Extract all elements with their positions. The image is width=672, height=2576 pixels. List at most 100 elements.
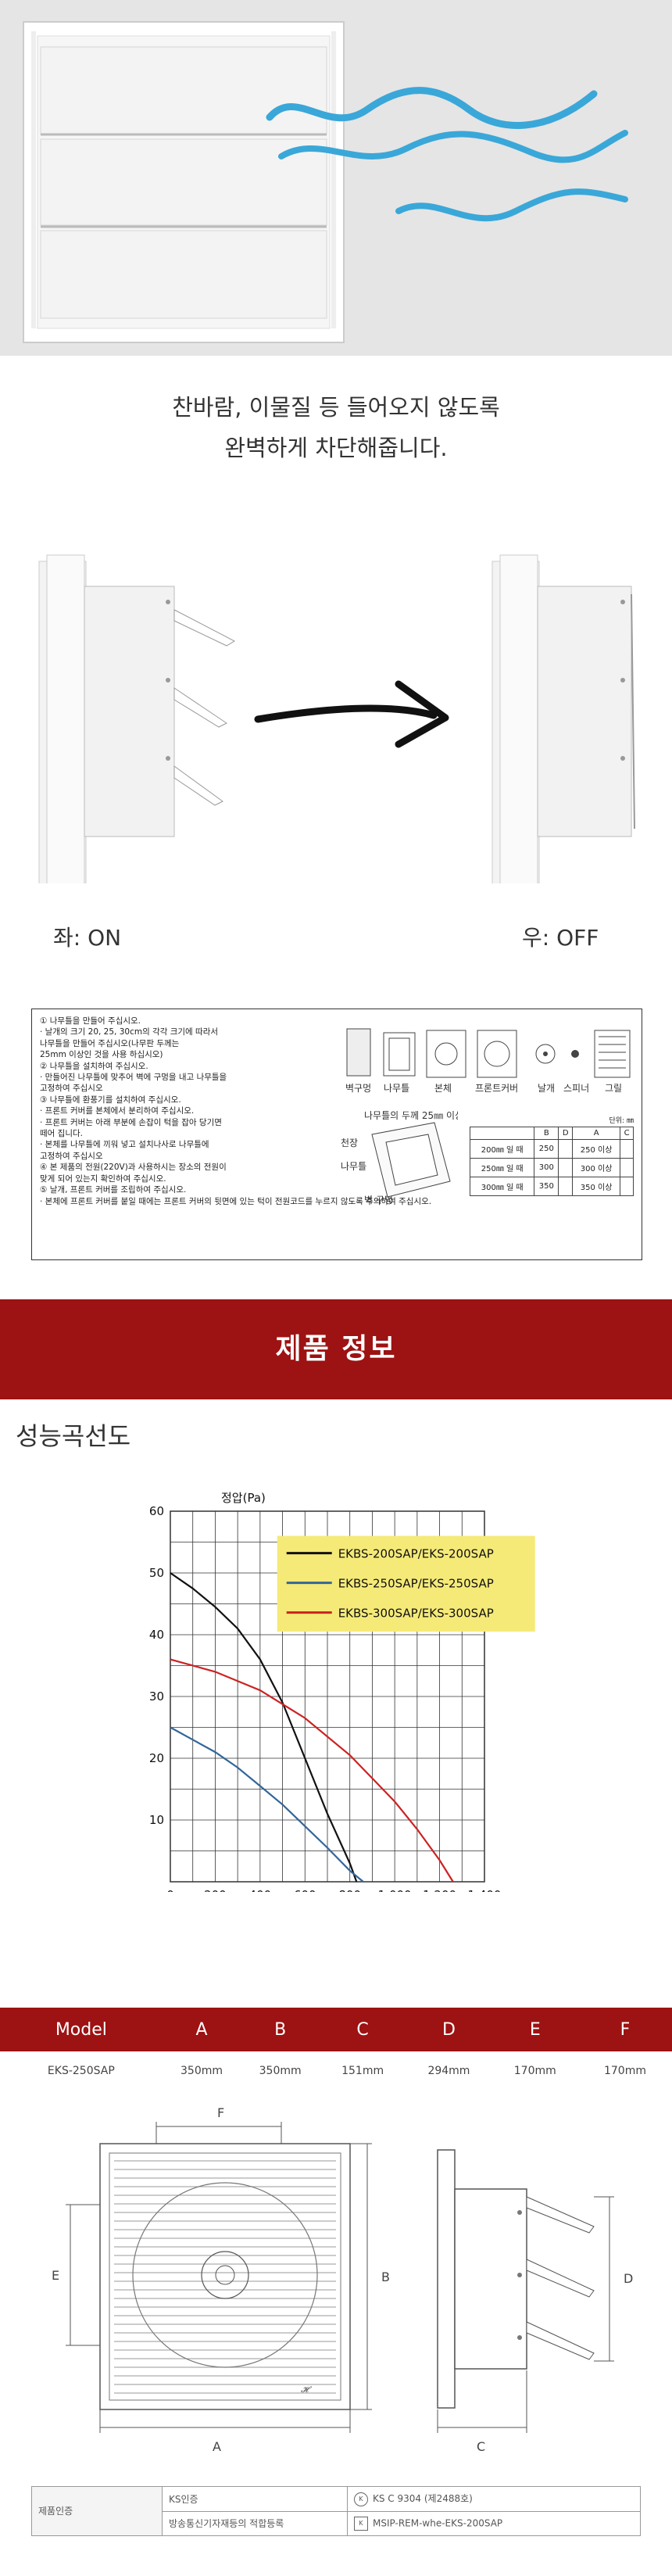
table-cell bbox=[620, 1177, 634, 1196]
hero-caption-line2: 완벽하게 차단해줍니다. bbox=[224, 435, 448, 461]
ks-mark-icon: K bbox=[354, 2492, 368, 2506]
hero-image bbox=[0, 0, 672, 356]
x-tick-label: 0 bbox=[166, 1888, 174, 1892]
manual-step: 25mm 이상인 것을 사용 하십시오) bbox=[40, 1050, 163, 1060]
performance-chart: 02004006008001,0001,2001,400102030405060… bbox=[149, 1491, 535, 1892]
spec-header: F bbox=[620, 2019, 631, 2040]
x-tick-label: 1,400 bbox=[468, 1888, 502, 1892]
spec-header: D bbox=[441, 2019, 456, 2040]
cert-label: 제품인증 bbox=[31, 2486, 163, 2536]
performance-title: 성능곡선도 bbox=[16, 1421, 131, 1451]
series-line bbox=[170, 1572, 358, 1883]
louver-illustration bbox=[23, 21, 628, 343]
size-table: 단위: ㎜ B D A C 200㎜ 일 때 250 250 이상 2 bbox=[469, 1115, 634, 1196]
arrow-right-icon bbox=[254, 680, 449, 748]
spec-cell: 294mm bbox=[427, 2065, 470, 2077]
table-cell: 300 이상 bbox=[572, 1158, 621, 1177]
hero-caption-line1: 찬바람, 이물질 등 들어오지 않도록 bbox=[172, 394, 500, 421]
y-tick-label: 50 bbox=[149, 1566, 164, 1580]
cert-msip-text: MSIP-REM-whe-EKS-200SAP bbox=[373, 2517, 503, 2528]
manual-step: ③ 나무틀에 환풍기를 설치하여 주십시오. bbox=[40, 1095, 181, 1105]
wind-line-3 bbox=[395, 188, 628, 222]
part-label: 날개 bbox=[538, 1083, 555, 1094]
parts-diagram: 벽구멍 나무틀 본체 프론트커버 날개 스피너 그릴 bbox=[345, 1028, 631, 1094]
part-label: 본체 bbox=[434, 1083, 452, 1094]
cert-msip: 방송통신기자재등의 적합등록 bbox=[162, 2510, 348, 2536]
x-tick-label: 1,200 bbox=[423, 1888, 456, 1892]
spec-cell: 170mm bbox=[513, 2065, 556, 2077]
table-cell bbox=[558, 1158, 574, 1177]
x-tick-label: 400 bbox=[249, 1888, 272, 1892]
dimension-drawings: F 𝓗 E B A bbox=[0, 2095, 672, 2463]
spec-header: E bbox=[529, 2019, 541, 2040]
table-header: B bbox=[534, 1127, 559, 1140]
spec-header: C bbox=[356, 2019, 369, 2040]
table-cell: 300 bbox=[534, 1158, 559, 1177]
hole-label: 벽 구멍 bbox=[364, 1195, 393, 1206]
part-label: 벽구멍 bbox=[345, 1083, 371, 1094]
x-tick-label: 200 bbox=[204, 1888, 227, 1892]
series-line bbox=[170, 1726, 364, 1883]
manual-step: · 본체에 프론트 커버를 붙일 때에는 프론트 커버의 뒷면에 있는 턱이 전… bbox=[40, 1196, 432, 1206]
install-manual: ① 나무틀을 만들어 주십시오. · 날개의 크기 20, 25, 30cm의 … bbox=[0, 1009, 672, 1260]
y-tick-label: 60 bbox=[149, 1504, 164, 1518]
table-header: D bbox=[558, 1127, 574, 1140]
table-cell bbox=[620, 1139, 634, 1159]
manual-step: ④ 본 제품의 전원(220V)과 사용하시는 장소의 전원이 bbox=[40, 1163, 227, 1173]
frame-note: 나무틀의 두께 25㎜ 이상 bbox=[364, 1111, 458, 1121]
dim-label-a: A bbox=[213, 2439, 221, 2454]
x-tick-label: 800 bbox=[338, 1888, 361, 1892]
table-header bbox=[469, 1127, 535, 1140]
certification-section: 제품인증 KS인증 K KS C 9304 (제2488호) 방송통신기자재등의 … bbox=[0, 2486, 672, 2549]
fan-on-label: 좌: ON bbox=[53, 925, 122, 951]
manual-step: · 프론트 커버는 아래 부분에 손잡이 턱을 잡아 당기면 bbox=[40, 1117, 222, 1127]
fan-off-label: 우: OFF bbox=[522, 925, 599, 951]
cert-ks-text: KS C 9304 (제2488호) bbox=[373, 2493, 473, 2504]
manual-step: 떼어 집니다. bbox=[40, 1129, 83, 1139]
wall-top-label: 천장 bbox=[341, 1137, 358, 1148]
unit-label: 단위: ㎜ bbox=[609, 1117, 634, 1125]
dim-label-e: E bbox=[52, 2268, 59, 2283]
dim-label-c: C bbox=[477, 2439, 485, 2454]
table-header: C bbox=[620, 1127, 634, 1140]
spec-cell: 170mm bbox=[603, 2065, 646, 2077]
on-off-compare: 좌: ON 우: OFF bbox=[0, 539, 672, 951]
spec-header: B bbox=[274, 2019, 287, 2040]
kc-mark-icon: K bbox=[354, 2516, 368, 2531]
front-view-drawing: F 𝓗 E B A bbox=[52, 2105, 390, 2454]
cert-ks: KS인증 bbox=[162, 2486, 348, 2512]
part-label: 스피너 bbox=[563, 1083, 589, 1094]
table-header: A bbox=[572, 1127, 621, 1140]
x-tick-label: 600 bbox=[294, 1888, 316, 1892]
spec-section: Model A B C D E F EKS-250SAP 350mm 350mm… bbox=[0, 2008, 672, 2094]
wind-line-1 bbox=[266, 87, 598, 129]
table-cell: 350 이상 bbox=[572, 1177, 621, 1196]
hero-caption: 찬바람, 이물질 등 들어오지 않도록 완벽하게 차단해줍니다. bbox=[0, 387, 672, 468]
manual-step: 맞게 되어 있는지 확인하여 주십시오. bbox=[40, 1173, 166, 1184]
cert-table: 제품인증 KS인증 K KS C 9304 (제2488호) 방송통신기자재등의 … bbox=[31, 2486, 641, 2536]
fan-on-image bbox=[38, 554, 236, 905]
manual-step: · 날개의 크기 20, 25, 30cm의 각각 크기에 따라서 bbox=[40, 1027, 219, 1037]
manual-step: · 만들어진 나무틀에 맞추어 벽에 구멍을 내고 나무틀을 bbox=[40, 1073, 227, 1083]
dim-label-b: B bbox=[381, 2270, 390, 2284]
cert-msip-value: K MSIP-REM-whe-EKS-200SAP bbox=[347, 2510, 641, 2536]
spec-cell: 151mm bbox=[341, 2065, 384, 2077]
manual-step: ⑤ 날개, 프론트 커버를 조립하여 주십시오. bbox=[40, 1185, 187, 1195]
y-tick-label: 20 bbox=[149, 1751, 164, 1765]
x-tick-label: 1,000 bbox=[378, 1888, 412, 1892]
wind-line-2 bbox=[278, 130, 628, 163]
part-label: 나무틀 bbox=[384, 1083, 409, 1094]
y-axis-label: 정압(Pa) bbox=[221, 1491, 266, 1505]
table-cell: 300㎜ 일 때 bbox=[469, 1177, 535, 1196]
spec-cell: EKS-250SAP bbox=[47, 2065, 115, 2077]
side-view-drawing: D C bbox=[437, 2149, 633, 2454]
manual-step: ① 나무틀을 만들어 주십시오. bbox=[40, 1016, 141, 1026]
frame-diagram: 나무틀의 두께 25㎜ 이상 천장 나무틀 벽 구멍 bbox=[341, 1111, 458, 1206]
performance-section: 성능곡선도 02004006008001,0001,2001,400102030… bbox=[0, 1407, 672, 1915]
product-info-title: 제품 정보 bbox=[275, 1333, 397, 1365]
part-label: 그릴 bbox=[605, 1083, 622, 1094]
table-cell: 200㎜ 일 때 bbox=[469, 1139, 535, 1159]
manual-step: ② 나무틀을 설치하여 주십시오. bbox=[40, 1061, 148, 1071]
manual-steps: ① 나무틀을 만들어 주십시오. · 날개의 크기 20, 25, 30cm의 … bbox=[40, 1016, 431, 1207]
table-cell bbox=[558, 1177, 574, 1196]
